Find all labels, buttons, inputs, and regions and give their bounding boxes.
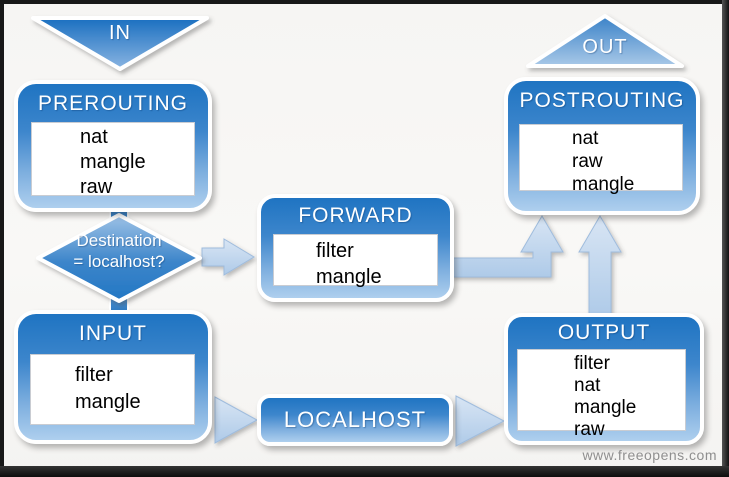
node-output-tables: filter nat mangle raw (517, 349, 686, 440)
node-input: INPUT filter mangle (14, 310, 212, 444)
arrow-decision-to-forward (201, 238, 255, 276)
decision-label: Destination = localhost? (34, 230, 204, 272)
table-item: nat (572, 128, 599, 149)
table-item: mangle (572, 174, 635, 195)
frame-edge-right (722, 0, 729, 477)
arrow-forward-to-postrouting (451, 215, 564, 278)
node-postrouting: POSTROUTING nat raw mangle (504, 77, 700, 215)
decision-diamond-shape (36, 213, 202, 303)
table-item: raw (80, 176, 113, 198)
in-triangle-shape (31, 16, 209, 71)
node-localhost-title: LOCALHOST (283, 407, 427, 432)
node-forward-title: FORWARD (298, 204, 413, 227)
table-item: nat (80, 126, 108, 148)
table-item: filter (75, 364, 113, 386)
frame-edge-left (0, 0, 4, 477)
arrow-localhost-to-output (455, 395, 506, 447)
node-input-title: INPUT (79, 322, 147, 345)
node-output: OUTPUT filter nat mangle raw (504, 313, 704, 445)
table-item: mangle (316, 266, 382, 288)
frame-edge-top (0, 0, 729, 4)
node-prerouting-tables: nat mangle raw (31, 122, 195, 198)
node-forward-tables: filter mangle (273, 234, 438, 288)
node-localhost: LOCALHOST (257, 394, 453, 446)
node-prerouting: PREROUTING nat mangle raw (14, 80, 212, 212)
table-item: mangle (75, 391, 141, 413)
table-item: raw (572, 151, 603, 172)
in-triangle (31, 16, 209, 71)
node-forward: FORWARD filter mangle (257, 194, 454, 302)
table-item: mangle (80, 151, 146, 173)
node-postrouting-tables: nat raw mangle (519, 124, 683, 195)
node-postrouting-title: POSTROUTING (519, 89, 685, 112)
frame-edge-bottom (0, 466, 729, 477)
node-output-title: OUTPUT (557, 321, 651, 344)
arrow-input-to-localhost (214, 396, 259, 444)
node-input-tables: filter mangle (30, 354, 195, 425)
node-prerouting-title: PREROUTING (37, 92, 188, 115)
decision-label-line1: Destination (76, 231, 162, 250)
in-label: IN (109, 22, 131, 44)
table-item: mangle (574, 397, 637, 418)
out-triangle-shape (526, 14, 684, 68)
table-item: filter (316, 240, 354, 262)
decision-diamond (36, 213, 202, 303)
table-item: nat (574, 375, 601, 396)
arrow-output-to-postrouting (578, 215, 622, 319)
watermark: www.freeopens.com (582, 447, 717, 463)
table-item: raw (574, 419, 605, 440)
out-triangle (526, 14, 684, 68)
table-item: filter (574, 353, 610, 374)
out-label: OUT (582, 36, 628, 58)
decision-label-line2: = localhost? (73, 252, 165, 271)
